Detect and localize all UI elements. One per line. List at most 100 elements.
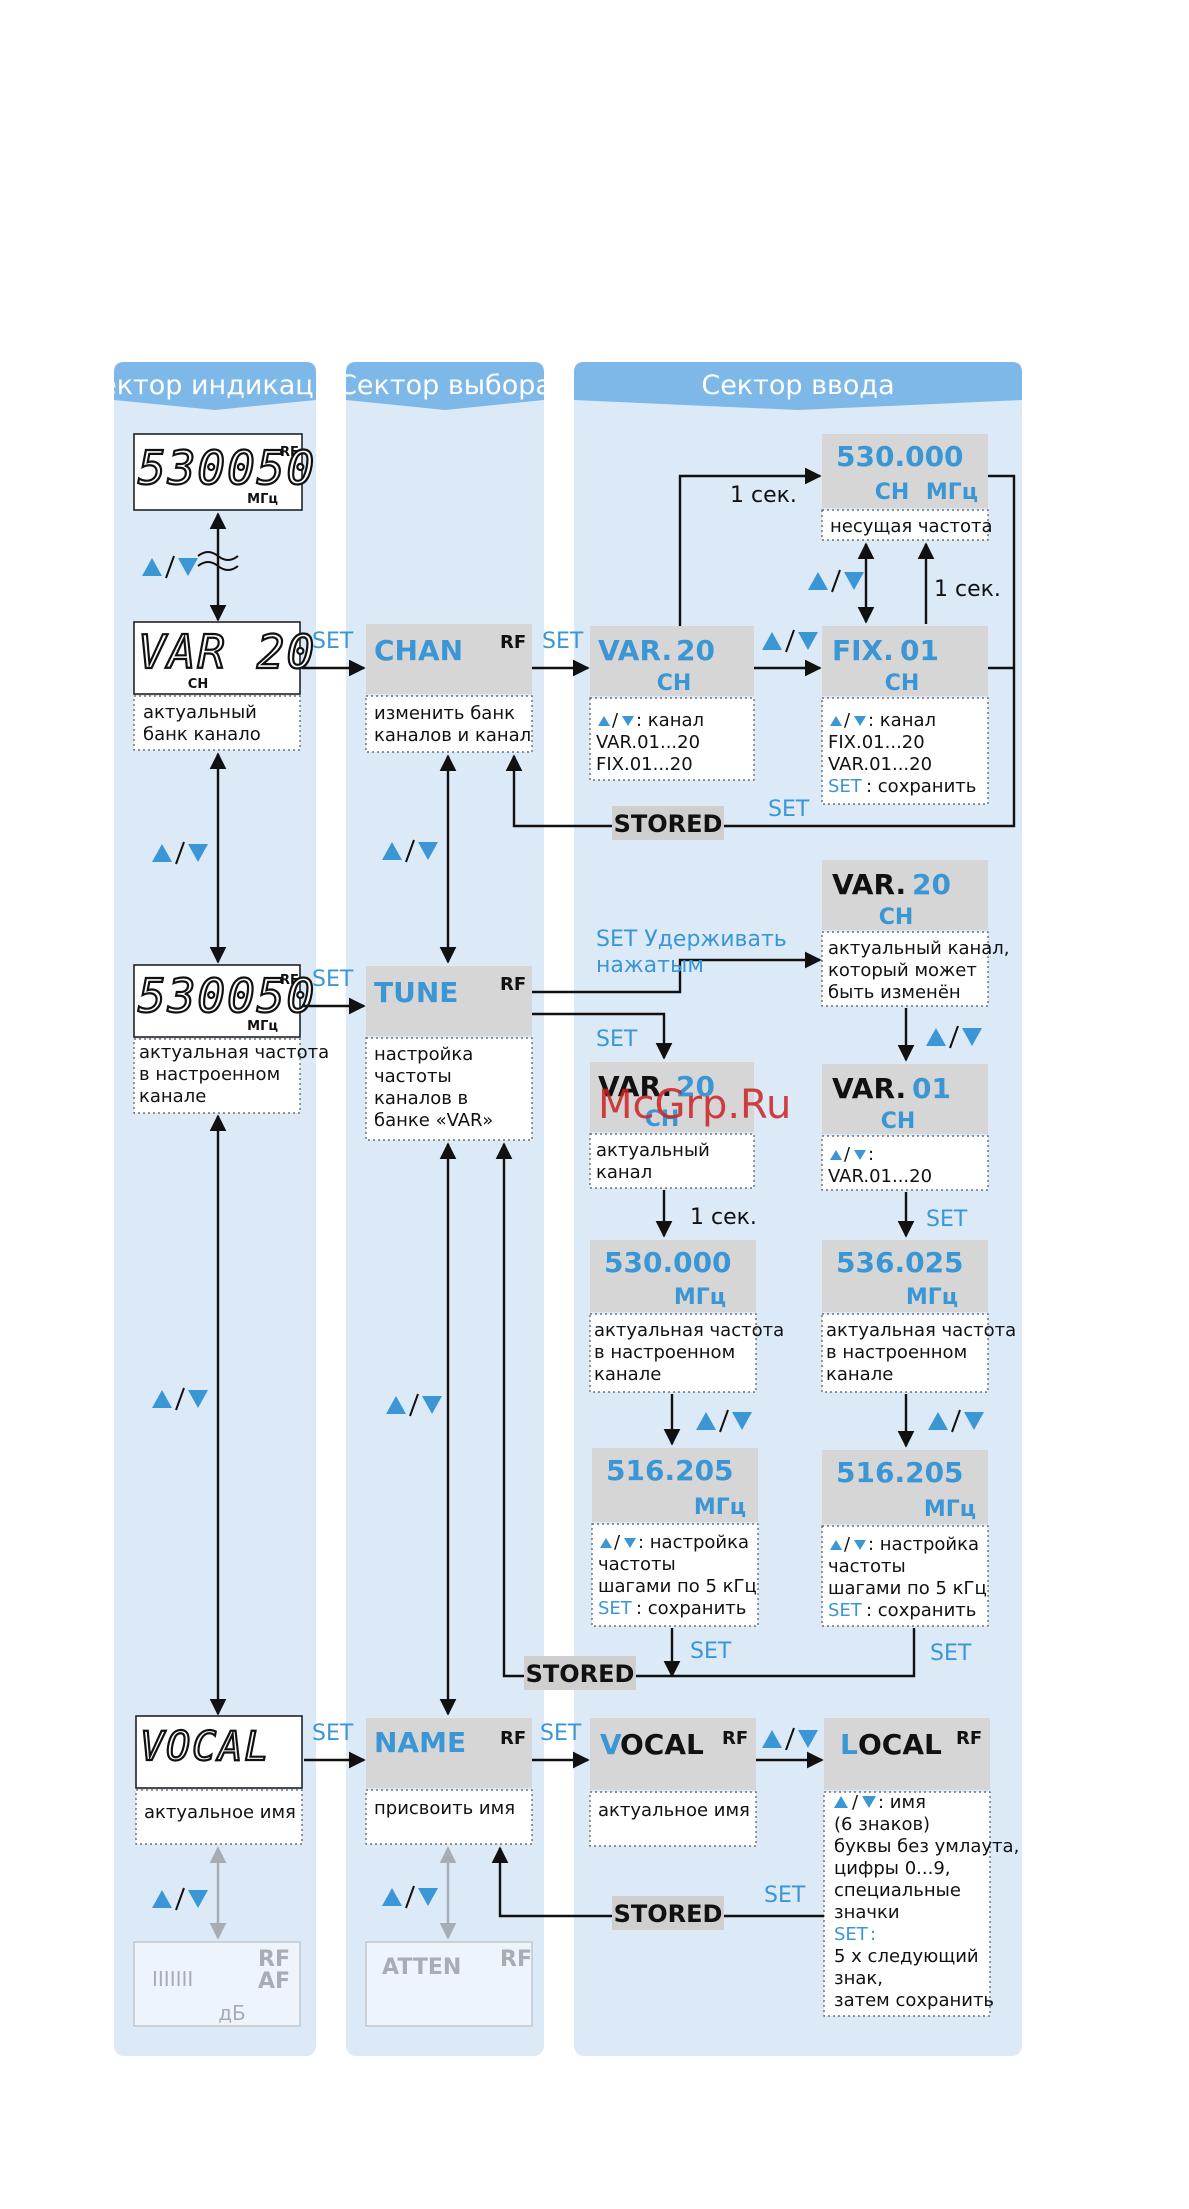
tune-right-box[interactable]: 516.205 МГц / : настройка частоты шагами… bbox=[821, 1450, 989, 1627]
one-second-labels: 1 сек. 1 сек. 1 сек. bbox=[690, 483, 1001, 1230]
svg-text:NAME: NAME bbox=[374, 1726, 466, 1759]
display-name: VOCAL актуальное имя bbox=[135, 1715, 303, 1845]
stored-label-tune: STORED bbox=[524, 1656, 636, 1690]
up-down-icon bbox=[926, 1025, 982, 1049]
svg-text:/: / bbox=[844, 710, 851, 731]
svg-text:: сохранить: : сохранить bbox=[636, 1598, 746, 1619]
svg-text:SET: SET bbox=[828, 1600, 863, 1621]
up-down-icon bbox=[762, 629, 818, 653]
svg-text::: : bbox=[870, 1924, 876, 1945]
svg-text:: сохранить: : сохранить bbox=[866, 776, 976, 797]
up-down-icon: / bbox=[830, 710, 866, 731]
up-down-icon: / : bbox=[830, 1144, 874, 1165]
svg-text:RF: RF bbox=[500, 1947, 532, 1972]
svg-text:CH: CH bbox=[645, 1107, 680, 1132]
svg-text:VAR.: VAR. bbox=[832, 1072, 906, 1105]
menu-item-atten-ghost: ATTEN RF bbox=[365, 1941, 533, 2027]
svg-text:RF: RF bbox=[500, 632, 526, 653]
menu-item-chan[interactable]: CHAN RF изменить банк каналов и канал bbox=[365, 624, 533, 753]
svg-text:SET: SET bbox=[312, 967, 354, 992]
svg-text:RF: RF bbox=[500, 1728, 526, 1749]
svg-text:банке «VAR»: банке «VAR» bbox=[374, 1110, 493, 1131]
svg-text:/: / bbox=[614, 1532, 621, 1553]
svg-text:: имя: : имя bbox=[878, 1792, 926, 1813]
svg-text:несущая частота: несущая частота bbox=[830, 516, 993, 537]
svg-text:значки: значки bbox=[834, 1902, 900, 1923]
svg-text:SET: SET bbox=[690, 1639, 732, 1664]
actual-channel-box: VAR. 20 CH актуальный канал bbox=[589, 1062, 755, 1189]
svg-text:частоты: частоты bbox=[828, 1556, 906, 1577]
set-labels: SET SET SET SET SET SET SET SET SET SET … bbox=[312, 629, 972, 1908]
up-down-icon: / bbox=[830, 1534, 866, 1555]
svg-text:канал: канал bbox=[596, 1162, 652, 1183]
svg-text:RF: RF bbox=[956, 1728, 982, 1749]
up-down-icon bbox=[382, 839, 438, 863]
svg-text:частоты: частоты bbox=[598, 1554, 676, 1575]
svg-text:МГц: МГц bbox=[247, 1019, 278, 1034]
svg-text:516.205: 516.205 bbox=[606, 1454, 734, 1487]
svg-text:SET: SET bbox=[834, 1924, 869, 1945]
svg-text:SET: SET bbox=[540, 1721, 582, 1746]
channel-var20-select[interactable]: VAR. 20 CH / : канал VAR.01...20 FIX.01.… bbox=[589, 626, 755, 781]
name-edit-box[interactable]: L OCAL RF / : имя (6 знаков) буквы без у… bbox=[823, 1718, 1019, 2017]
svg-text:ATTEN: ATTEN bbox=[382, 1955, 461, 1980]
svg-text:цифры 0...9,: цифры 0...9, bbox=[834, 1858, 951, 1879]
svg-text:быть изменён: быть изменён bbox=[828, 982, 961, 1003]
svg-text:/: / bbox=[612, 710, 619, 731]
svg-text:SET: SET bbox=[312, 629, 354, 654]
svg-text:530.000: 530.000 bbox=[604, 1246, 732, 1279]
svg-text:CH: CH bbox=[875, 480, 910, 505]
up-down-icon bbox=[762, 1727, 818, 1751]
svg-text:1 сек.: 1 сек. bbox=[690, 1205, 757, 1230]
svg-text:МГц: МГц bbox=[926, 480, 978, 505]
svg-text:в настроенном: в настроенном bbox=[139, 1064, 280, 1085]
svg-text:SET: SET bbox=[542, 629, 584, 654]
column-title-input: Сектор ввода bbox=[701, 370, 894, 401]
svg-text:20: 20 bbox=[676, 634, 715, 667]
watermark-text: McGrp.Ru bbox=[598, 1082, 791, 1128]
svg-text:OCAL: OCAL bbox=[858, 1728, 942, 1761]
svg-text:1 сек.: 1 сек. bbox=[934, 577, 1001, 602]
svg-text:VAR.: VAR. bbox=[598, 634, 672, 667]
svg-text:присвоить имя: присвоить имя bbox=[374, 1798, 515, 1819]
svg-text:SET: SET bbox=[768, 797, 810, 822]
up-down-icon: / bbox=[834, 1792, 876, 1813]
svg-text::: : bbox=[868, 1144, 874, 1165]
svg-text:/: / bbox=[844, 1144, 851, 1165]
svg-text:VAR 20: VAR 20 bbox=[138, 625, 316, 679]
svg-text:530050: 530050 bbox=[138, 969, 316, 1023]
svg-text:: настройка: : настройка bbox=[638, 1532, 749, 1553]
tune-left-box[interactable]: 516.205 МГц / : настройка частоты шагами… bbox=[591, 1448, 759, 1627]
up-down-icon bbox=[808, 569, 864, 593]
display-var-bank: VAR 20 CH актуальный банк канало bbox=[133, 621, 316, 751]
svg-text:516.205: 516.205 bbox=[836, 1456, 964, 1489]
svg-text:/: / bbox=[852, 1792, 859, 1813]
name-vocal-box: V OCAL RF актуальное имя bbox=[589, 1718, 757, 1847]
svg-text:FIX.01...20: FIX.01...20 bbox=[828, 732, 925, 753]
svg-text:знак,: знак, bbox=[834, 1968, 883, 1989]
svg-text:SET: SET bbox=[312, 1721, 354, 1746]
svg-text:FIX.01...20: FIX.01...20 bbox=[596, 754, 693, 775]
svg-text:SET: SET bbox=[764, 1883, 806, 1908]
frequency-left-box: 530.000 МГц актуальная частота в настрое… bbox=[589, 1240, 784, 1393]
menu-item-tune[interactable]: TUNE RF настройка частоты каналов в банк… bbox=[365, 966, 533, 1141]
up-down-icon bbox=[152, 1387, 208, 1411]
svg-text:RF: RF bbox=[722, 1728, 748, 1749]
svg-text:SET: SET bbox=[828, 776, 863, 797]
svg-text:CH: CH bbox=[657, 671, 692, 696]
svg-text:SET: SET bbox=[926, 1207, 968, 1232]
channel-var01-select[interactable]: VAR. 01 CH / : VAR.01...20 bbox=[821, 1064, 989, 1191]
frequency-right-box: 536.025 МГц актуальная частота в настрое… bbox=[821, 1240, 1016, 1393]
svg-text:VAR.: VAR. bbox=[832, 868, 906, 901]
menu-item-name[interactable]: NAME RF присвоить имя bbox=[365, 1718, 533, 1845]
svg-text:изменить банк: изменить банк bbox=[374, 703, 515, 724]
svg-text:CH: CH bbox=[881, 1109, 916, 1134]
svg-text:20: 20 bbox=[912, 868, 951, 901]
column-title-display: Сектор индикации bbox=[81, 370, 348, 401]
svg-text:актуальный канал,: актуальный канал, bbox=[828, 938, 1010, 959]
svg-text:нажатым: нажатым bbox=[596, 953, 704, 978]
up-down-icon bbox=[696, 1409, 752, 1433]
svg-text:актуальное имя: актуальное имя bbox=[144, 1802, 296, 1823]
channel-fix01-select[interactable]: FIX. 01 CH / : канал FIX.01...20 VAR.01.… bbox=[821, 626, 989, 805]
carrier-frequency-box: 530.000 CH МГц несущая частота bbox=[821, 434, 993, 541]
